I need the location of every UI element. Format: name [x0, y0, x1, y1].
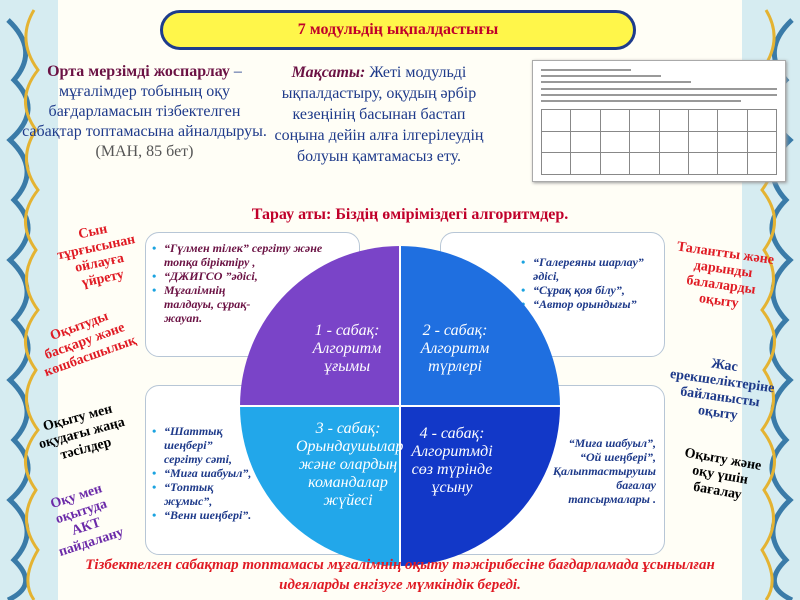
side-label-critical-thinking: Сын тұрғысынан ойлауға үйрету	[55, 221, 137, 291]
lesson-1-subtitle: Алгоритм ұғымы	[312, 340, 382, 375]
method-item: “Топтық жұмыс”,	[152, 480, 252, 508]
lesson-4-segment	[400, 406, 560, 566]
method-item: “Галереяны шарлау” әдісі,	[521, 255, 654, 283]
goal-label: Мақсаты:	[291, 64, 366, 81]
summary-text: Тізбектелген сабақтар топтамасы мұғалімн…	[85, 557, 715, 593]
side-label-talented: Талантты және дарынды балаларды оқыту	[675, 239, 775, 312]
lesson-2-title: 2 - сабақ:	[422, 322, 488, 339]
left-ornament-border	[0, 0, 58, 600]
definition-term: Орта мерзімді жоспарлау	[47, 63, 230, 80]
lesson-1-segment	[240, 246, 400, 406]
lesson-4-subtitle: Алгоритмді сөз түрінде ұсыну	[411, 443, 493, 496]
lesson-3-subtitle: Орындаушылар және олардың командалар жүй…	[296, 438, 404, 509]
lesson-4-label: 4 - сабақ: Алгоритмді сөз түрінде ұсыну	[402, 425, 502, 497]
method-item: “Миға шабуыл”,	[152, 466, 252, 480]
lesson-1-title: 1 - сабақ:	[314, 322, 380, 339]
lesson-2-label: 2 - сабақ: Алгоритм түрлері	[400, 322, 510, 376]
method-item: “Сұрақ қоя білу”,	[521, 283, 654, 297]
lesson-4-title: 4 - сабақ:	[419, 425, 485, 442]
goal-block: Мақсаты: Жеті модульді ықпалдастыру, оқу…	[270, 62, 488, 167]
method-item: “Гүлмен тілек” сергіту және топқа бірікт…	[152, 241, 353, 269]
lessons-pie	[240, 246, 560, 566]
lesson-plan-thumbnail	[532, 60, 786, 182]
chapter-topic: Тарау аты: Біздің өміріміздегі алгоритмд…	[251, 206, 569, 223]
lesson-3-title: 3 - сабақ:	[315, 420, 381, 437]
definition-text: – мұғалімдер тобының оқу бағдарламасын т…	[22, 63, 267, 140]
lesson-3-segment	[240, 406, 400, 566]
lesson-3-label: 3 - сабақ: Орындаушылар және олардың ком…	[296, 420, 404, 510]
side-label-age: Жас ерекшеліктеріне байланысты оқыту	[669, 356, 776, 424]
method-item: “Венн шеңбері”.	[152, 508, 252, 522]
title-banner: 7 модульдің ықпалдастығы	[160, 10, 636, 50]
page-title: 7 модульдің ықпалдастығы	[297, 21, 499, 38]
method-item: Мұғалімнің талдауы, сұрақ-жауап.	[152, 283, 259, 325]
method-item: “ДЖИГСО ”әдісі,	[152, 269, 353, 283]
definition-source: (МАН, 85 бет)	[95, 143, 194, 160]
method-item: “Шаттық шеңбері” сергіту сәті,	[152, 424, 252, 466]
lesson-1-label: 1 - сабақ: Алгоритм ұғымы	[292, 322, 402, 376]
goal-text: Жеті модульді ықпалдастыру, оқудың әрбір…	[274, 64, 484, 165]
lesson-2-segment	[400, 246, 560, 406]
lesson-2-subtitle: Алгоритм түрлері	[420, 340, 490, 375]
definition-block: Орта мерзімді жоспарлау – мұғалімдер тоб…	[22, 62, 267, 162]
